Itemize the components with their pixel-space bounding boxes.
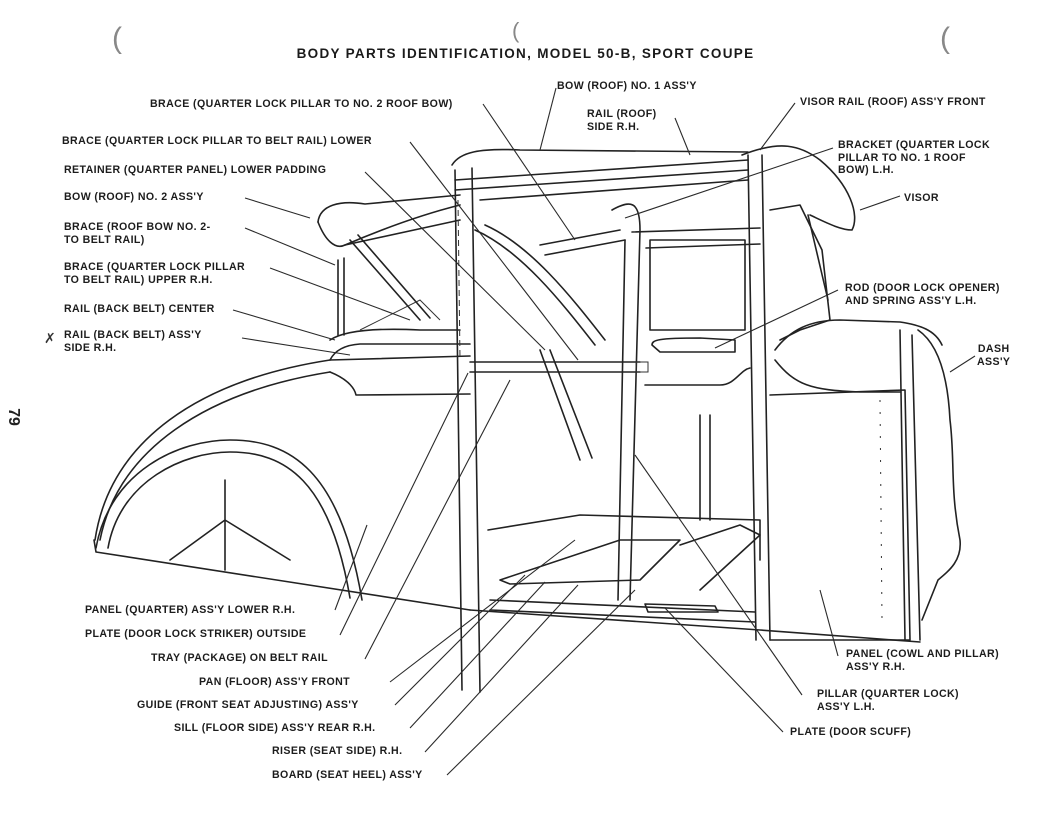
label-visor: VISOR xyxy=(904,192,939,204)
label-sill-floor-side: SILL (FLOOR SIDE) ASS'Y REAR R.H. xyxy=(174,722,376,734)
label-rail-back-belt-side: RAIL (BACK BELT) ASS'Y SIDE R.H. xyxy=(64,329,202,354)
label-bow-roof-no1: BOW (ROOF) NO. 1 ASS'Y xyxy=(557,80,697,92)
label-pan-floor-front: PAN (FLOOR) ASS'Y FRONT xyxy=(199,676,351,688)
door-opening xyxy=(611,154,771,641)
label-guide-front-seat: GUIDE (FRONT SEAT ADJUSTING) ASS'Y xyxy=(137,699,359,711)
label-rail-back-belt-center: RAIL (BACK BELT) CENTER xyxy=(64,303,215,315)
label-tray-package: TRAY (PACKAGE) ON BELT RAIL xyxy=(151,652,328,664)
label-bracket-quarter-lock-pillar: BRACKET (QUARTER LOCK PILLAR TO NO. 1 RO… xyxy=(838,139,990,176)
quarter-lock-pillar-assembly xyxy=(451,148,749,693)
label-rail-roof-side: RAIL (ROOF) SIDE R.H. xyxy=(587,108,657,133)
rear-roof-frame xyxy=(317,194,461,341)
label-brace-roof-bow-to-belt-rail: BRACE (ROOF BOW NO. 2- TO BELT RAIL) xyxy=(64,221,211,246)
binder-hole-right: ( xyxy=(940,22,950,55)
label-visor-rail-front: VISOR RAIL (ROOF) ASS'Y FRONT xyxy=(800,96,986,108)
binder-hole-left: ( xyxy=(112,22,122,55)
label-bow-roof-no2: BOW (ROOF) NO. 2 ASS'Y xyxy=(64,191,204,203)
margin-check-mark: ✗ xyxy=(44,330,56,346)
label-panel-cowl-pillar: PANEL (COWL AND PILLAR) ASS'Y R.H. xyxy=(846,648,999,673)
label-brace-qlp-belt-rail-upper: BRACE (QUARTER LOCK PILLAR TO BELT RAIL)… xyxy=(64,261,246,286)
label-brace-quarter-lock-pillar-to-roof-bow: BRACE (QUARTER LOCK PILLAR TO NO. 2 ROOF… xyxy=(150,98,453,110)
binder-hole-center: ( xyxy=(512,18,520,43)
rear-quarter-panel xyxy=(93,343,471,611)
label-pillar-quarter-lock: PILLAR (QUARTER LOCK) ASS'Y L.H. xyxy=(817,688,959,713)
label-rod-door-lock-opener: ROD (DOOR LOCK OPENER) AND SPRING ASS'Y … xyxy=(845,282,1000,307)
page-title: BODY PARTS IDENTIFICATION, MODEL 50-B, S… xyxy=(296,46,755,61)
label-brace-qlp-belt-rail-lower: BRACE (QUARTER LOCK PILLAR TO BELT RAIL)… xyxy=(62,135,372,147)
label-plate-door-scuff: PLATE (DOOR SCUFF) xyxy=(790,726,912,738)
label-dash: DASH ASS'Y xyxy=(977,343,1011,368)
label-plate-door-lock-striker: PLATE (DOOR LOCK STRIKER) OUTSIDE xyxy=(85,628,307,640)
leader-lines xyxy=(232,87,976,776)
label-board-seat-heel: BOARD (SEAT HEEL) ASS'Y xyxy=(272,769,423,781)
label-panel-quarter-lower: PANEL (QUARTER) ASS'Y LOWER R.H. xyxy=(85,604,296,616)
cowl-and-visor xyxy=(741,145,961,641)
floor-assembly xyxy=(469,514,921,643)
label-retainer-padding: RETAINER (QUARTER PANEL) LOWER PADDING xyxy=(64,164,327,176)
label-riser-seat-side: RISER (SEAT SIDE) R.H. xyxy=(272,745,403,757)
